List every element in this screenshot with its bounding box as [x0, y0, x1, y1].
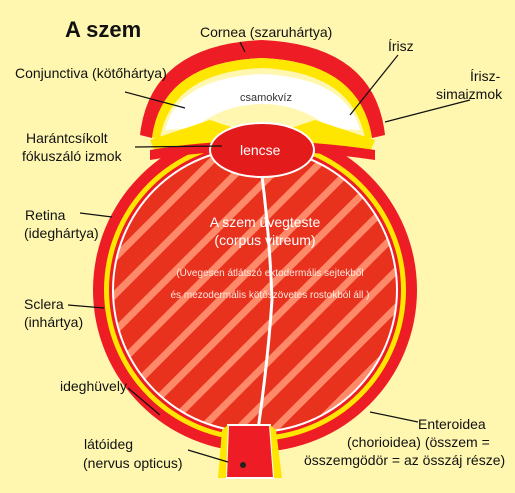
label-conjunctiva: Conjunctiva (kötőhártya)	[15, 65, 167, 81]
diagram-title: A szem	[65, 18, 141, 42]
optic-nerve	[226, 425, 274, 478]
label-retina-2: (ideghártya)	[24, 225, 99, 241]
label-cornea: Cornea (szaruhártya)	[200, 24, 332, 40]
label-lens: lencse	[240, 142, 280, 158]
label-vitreous-2: (corpus vitreum)	[190, 232, 340, 248]
label-choroid-3: összemgödör = az összáj része)	[304, 452, 505, 468]
label-vitreous-note-2: és mezodermális kötőszövetes rostokból á…	[150, 290, 390, 302]
label-iris-muscles-2: simaizmok	[436, 86, 502, 102]
label-sclera-2: (inhártya)	[24, 314, 83, 330]
label-choroid-2: (chorioidea) (összem =	[347, 434, 490, 450]
label-aqueous: csamokvíz	[240, 90, 292, 106]
label-ciliary-2: fókuszáló izmok	[22, 148, 122, 164]
label-optic-nerve-2: (nervus opticus)	[83, 455, 183, 471]
label-optic-sheath: ideghüvely	[60, 378, 127, 394]
label-optic-nerve-1: látóideg	[84, 436, 133, 452]
label-vitreous-1: A szem üvegteste	[190, 214, 340, 230]
label-sclera-1: Sclera	[24, 296, 64, 312]
label-choroid-1: Enteroidea	[418, 416, 486, 432]
label-iris: Írisz	[388, 38, 414, 54]
label-retina-1: Retina	[25, 207, 65, 223]
label-ciliary-1: Harántcsíkolt	[26, 130, 108, 146]
label-vitreous-note-1: (Üvegesen átlátszó ektodermális sejtekbő…	[150, 268, 390, 280]
label-iris-muscles-1: Írisz-	[470, 68, 500, 84]
